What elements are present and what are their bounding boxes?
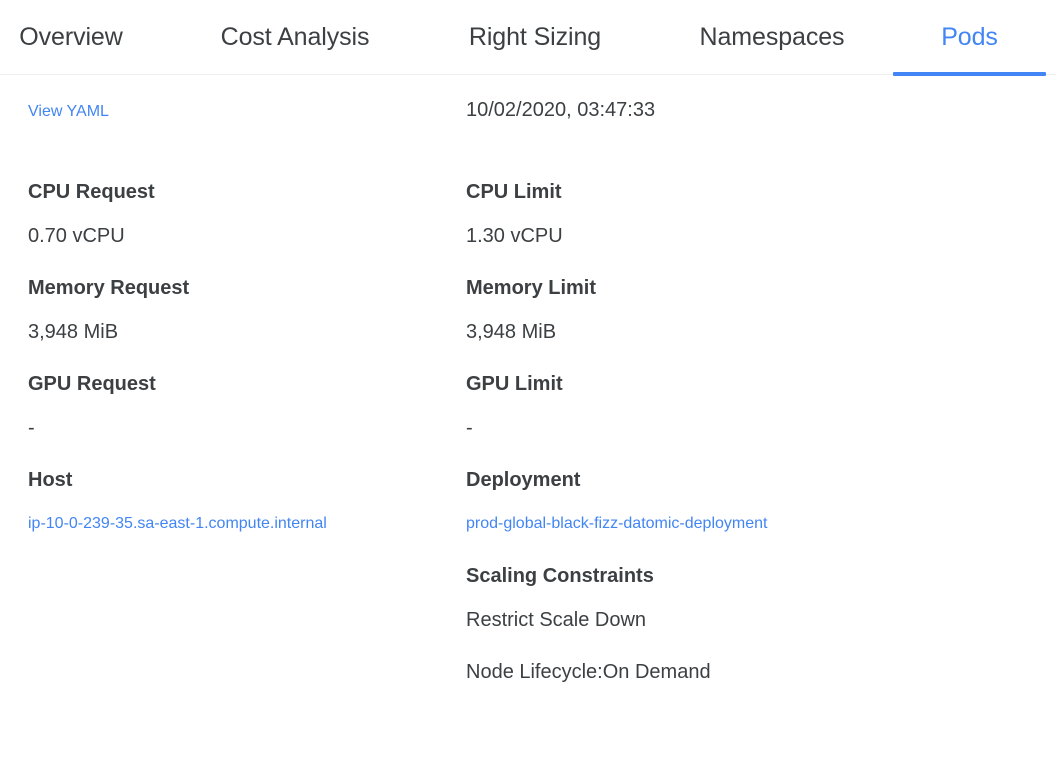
field-host: Host ip-10-0-239-35.sa-east-1.compute.in… [28, 467, 428, 541]
tab-cost-analysis-label: Cost Analysis [220, 23, 370, 51]
memory-limit-label: Memory Limit [466, 277, 597, 299]
cpu-request-label: CPU Request [28, 181, 155, 203]
scaling-constraint-item: Node Lifecycle:On Demand [466, 661, 711, 683]
tab-pods[interactable]: Pods [893, 0, 1046, 76]
tab-namespaces-label: Namespaces [699, 23, 845, 51]
gpu-limit-value: - [466, 417, 473, 439]
gpu-request-value: - [28, 417, 35, 439]
field-scaling-constraints: Scaling Constraints Restrict Scale Down … [466, 563, 866, 689]
deployment-link[interactable]: prod-global-black-fizz-datomic-deploymen… [466, 515, 768, 532]
scaling-constraint-item: Restrict Scale Down [466, 609, 647, 631]
cpu-limit-value: 1.30 vCPU [466, 225, 563, 247]
tab-namespaces[interactable]: Namespaces [686, 0, 858, 75]
field-view-yaml: View YAML [28, 95, 428, 157]
tab-overview[interactable]: Overview [10, 0, 132, 75]
tab-right-sizing-label: Right Sizing [468, 23, 602, 51]
detail-column-right: 10/02/2020, 03:47:33 CPU Limit 1.30 vCPU… [466, 95, 866, 711]
tab-cost-analysis[interactable]: Cost Analysis [206, 0, 384, 75]
gpu-request-label: GPU Request [28, 373, 156, 395]
cpu-request-value: 0.70 vCPU [28, 225, 125, 247]
field-memory-limit: Memory Limit 3,948 MiB [466, 275, 866, 349]
tab-right-sizing[interactable]: Right Sizing [454, 0, 616, 75]
field-gpu-request: GPU Request - [28, 371, 428, 445]
memory-request-label: Memory Request [28, 277, 190, 299]
deployment-label: Deployment [466, 469, 581, 491]
cpu-limit-label: CPU Limit [466, 181, 562, 203]
field-timestamp: 10/02/2020, 03:47:33 [466, 95, 866, 157]
field-deployment: Deployment prod-global-black-fizz-datomi… [466, 467, 866, 541]
memory-request-value: 3,948 MiB [28, 321, 119, 343]
host-link[interactable]: ip-10-0-239-35.sa-east-1.compute.interna… [28, 515, 327, 532]
field-cpu-request: CPU Request 0.70 vCPU [28, 179, 428, 253]
timestamp-value: 10/02/2020, 03:47:33 [466, 99, 656, 121]
view-yaml-link[interactable]: View YAML [28, 103, 109, 120]
memory-limit-value: 3,948 MiB [466, 321, 557, 343]
host-label: Host [28, 469, 73, 491]
scaling-constraints-label: Scaling Constraints [466, 565, 654, 587]
field-cpu-limit: CPU Limit 1.30 vCPU [466, 179, 866, 253]
pod-detail-content: View YAML CPU Request 0.70 vCPU Memory R… [0, 75, 1056, 683]
tab-overview-label: Overview [19, 23, 123, 51]
field-memory-request: Memory Request 3,948 MiB [28, 275, 428, 349]
tab-pods-label: Pods [941, 23, 998, 51]
active-tab-indicator [893, 72, 1046, 76]
detail-column-left: View YAML CPU Request 0.70 vCPU Memory R… [28, 95, 428, 563]
gpu-limit-label: GPU Limit [466, 373, 563, 395]
field-gpu-limit: GPU Limit - [466, 371, 866, 445]
tab-bar: Overview Cost Analysis Right Sizing Name… [0, 0, 1056, 76]
